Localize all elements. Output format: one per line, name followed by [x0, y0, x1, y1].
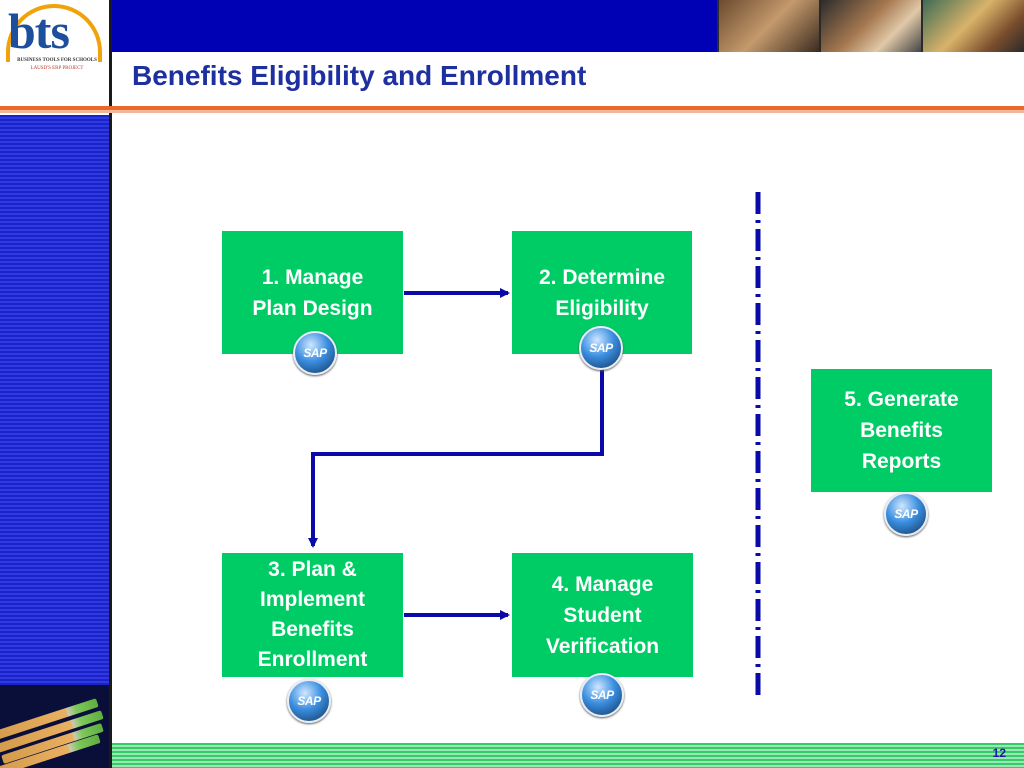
title-underline-light [0, 110, 1024, 113]
step-label-line: Verification [545, 634, 660, 658]
step-label-line: Enrollment [257, 648, 368, 671]
sap-logo-icon: SAP [287, 679, 331, 723]
step-label-line: 4. Manage [551, 572, 654, 596]
arrow-step2-to-step3 [308, 368, 604, 548]
page-title: Benefits Eligibility and Enrollment [132, 60, 587, 91]
step-label-line: 1. Manage [261, 265, 364, 289]
step-label-line: 3. Plan & [268, 558, 357, 581]
step-label-line: Eligibility [555, 296, 649, 320]
page-number: 12 [992, 746, 1006, 760]
left-decorative-strip [0, 115, 110, 685]
step-label-line: Reports [861, 450, 942, 473]
step-label-line: Student [563, 603, 642, 627]
logo-text: bts [8, 3, 70, 59]
title-underline [0, 106, 1024, 110]
sap-logo-icon: SAP [884, 492, 928, 536]
step-label-line: 2. Determine [538, 265, 666, 289]
footer-band [112, 743, 1024, 768]
logo-subtitle-secondary: LAUSD'S ERP PROJECT [30, 66, 84, 71]
sap-logo-icon: SAP [580, 673, 624, 717]
logo-subtitle: BUSINESS TOOLS FOR SCHOOLS [17, 58, 97, 63]
step-label-line: Implement [259, 588, 366, 611]
sap-logo-icon: SAP [579, 326, 623, 370]
header-photo-strip [717, 0, 1024, 52]
step-label-line: Benefits [860, 419, 943, 442]
sap-logo-icon: SAP [293, 331, 337, 375]
pencils-image [0, 685, 110, 768]
step-label-line: Plan Design [252, 296, 373, 320]
header-bar [112, 0, 717, 52]
vertical-divider [109, 0, 112, 768]
step-label-line: Benefits [271, 618, 354, 641]
step-label-line: 5. Generate [844, 388, 959, 411]
